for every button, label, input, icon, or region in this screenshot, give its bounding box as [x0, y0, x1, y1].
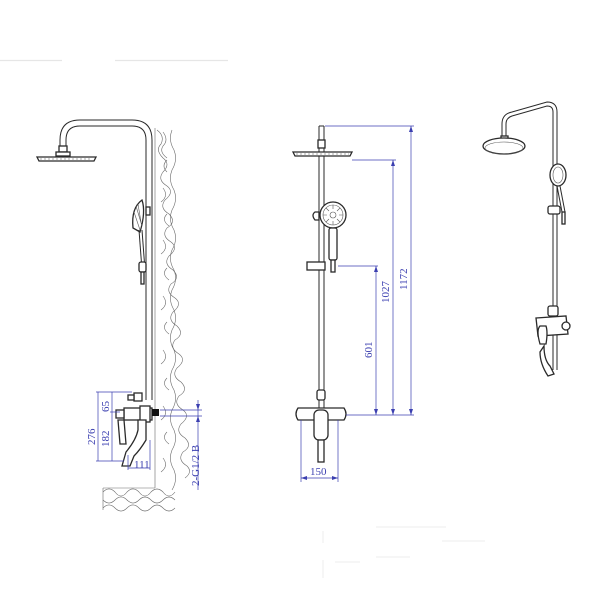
front-dimensions: 1172 1027 601 150 — [300, 125, 414, 482]
wall-section — [102, 128, 190, 512]
dim-65-label: 65 — [100, 401, 112, 413]
perspective-hand-shower — [547, 163, 567, 225]
side-dimensions: 276 182 65 111 2-G1/2 B — [86, 391, 202, 490]
dim-182-label: 182 — [100, 431, 112, 448]
perspective-mixer — [535, 305, 571, 377]
dim-150-label: 150 — [310, 466, 327, 478]
dim-1172-label: 1172 — [398, 268, 410, 290]
perspective-rain-head — [482, 135, 526, 155]
side-view: 276 182 65 111 2-G1/2 B — [35, 119, 202, 512]
front-mixer-valve — [295, 389, 347, 463]
perspective-riser — [501, 101, 558, 370]
thread-spec-label: 2-G1/2 B — [190, 445, 202, 486]
rain-shower-head — [35, 145, 98, 162]
dim-601-label: 601 — [363, 342, 375, 359]
front-hand-shower — [306, 201, 347, 273]
hand-shower — [132, 198, 151, 285]
perspective-view — [482, 101, 571, 377]
dim-276-label: 276 — [86, 428, 98, 445]
dim-1027-label: 1027 — [380, 281, 392, 304]
dim-111-label: 111 — [134, 459, 150, 471]
front-view: 1172 1027 601 150 — [291, 125, 414, 482]
front-rain-shower-head — [291, 151, 354, 157]
mixer-valve — [115, 392, 159, 467]
faint-bottom-marks — [322, 526, 485, 578]
riser-pipe — [59, 119, 153, 400]
